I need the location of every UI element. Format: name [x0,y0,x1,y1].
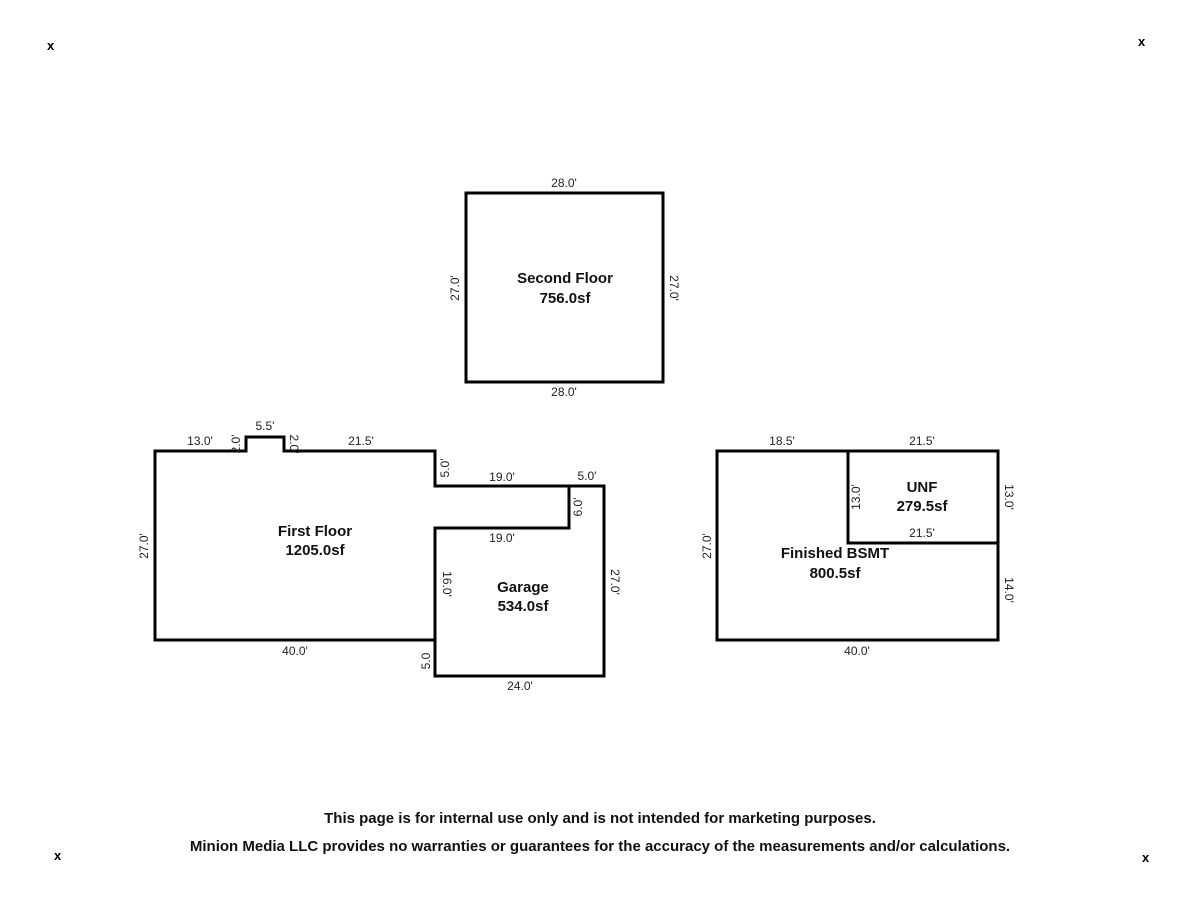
room-area-unf: 279.5sf [897,498,949,515]
dim-bsmt-right-lower: 14.0' [1002,577,1016,603]
dim-first-bump-right: 2.0' [287,435,301,454]
dim-first-bump-top: 5.5' [256,419,275,433]
dim-garage-top: 5.0' [578,469,597,483]
dim-second-left: 27.0' [448,275,462,301]
room-name-unf: UNF [907,479,938,496]
first-floor-plan: 13.0' 2.0' 5.5' 2.0' 21.5' 5.0' 27.0' 40… [137,419,622,693]
disclaimer-warranty: Minion Media LLC provides no warranties … [189,838,1011,855]
room-name-bsmt: Finished BSMT [781,545,889,562]
room-name-second-floor: Second Floor [517,270,613,287]
dim-garage-right: 27.0' [608,569,622,595]
dim-connector-bottom: 19.0' [489,531,515,545]
dim-second-bottom: 28.0' [551,385,577,399]
dim-bsmt-bottom: 40.0' [844,644,870,658]
room-area-second-floor: 756.0sf [540,290,592,307]
corner-mark-top-right: x [1138,34,1146,49]
dim-first-top-left: 13.0' [187,434,213,448]
basement-plan: 18.5' 21.5' 27.0' 40.0' 14.0' 13.0' 13.0… [700,434,1016,658]
dim-garage-bottom: 24.0' [507,679,533,693]
garage-interior-wall [433,486,571,640]
unf-interior-wall [846,451,998,545]
room-area-first-floor: 1205.0sf [285,542,345,559]
first-floor-outline [153,435,606,678]
corner-mark-top-left: x [47,38,55,53]
dim-second-top: 28.0' [551,176,577,190]
dim-first-left: 27.0' [137,533,151,559]
dim-unf-right: 13.0' [1002,484,1016,510]
dim-garage-offset: 5.0 [419,652,433,669]
dim-unf-top: 21.5' [909,434,935,448]
dim-first-top-right: 21.5' [348,434,374,448]
second-floor-outline [464,191,665,384]
dim-second-right: 27.0' [667,275,681,301]
dim-first-step: 5.0' [438,459,452,478]
dim-first-bump-left: 2.0' [229,435,243,454]
basement-outline [715,449,1000,642]
dim-connector-top: 19.0' [489,470,515,484]
dim-unf-left: 13.0' [849,484,863,510]
dim-bsmt-left: 27.0' [700,533,714,559]
room-name-garage: Garage [497,579,549,596]
dim-unf-bottom: 21.5' [909,526,935,540]
dim-connector-side: 6.0' [571,498,585,517]
dim-bsmt-top-left: 18.5' [769,434,795,448]
corner-mark-bottom-right: x [1142,850,1150,865]
room-area-bsmt: 800.5sf [810,565,862,582]
corner-mark-bottom-left: x [54,848,62,863]
room-name-first-floor: First Floor [278,523,352,540]
dim-garage-left: 16.0' [440,571,454,597]
second-floor-plan: 28.0' 28.0' 27.0' 27.0' Second Floor 756… [448,176,681,399]
dim-first-bottom: 40.0' [282,644,308,658]
disclaimer-internal-use: This page is for internal use only and i… [324,810,876,827]
room-area-garage: 534.0sf [498,598,550,615]
